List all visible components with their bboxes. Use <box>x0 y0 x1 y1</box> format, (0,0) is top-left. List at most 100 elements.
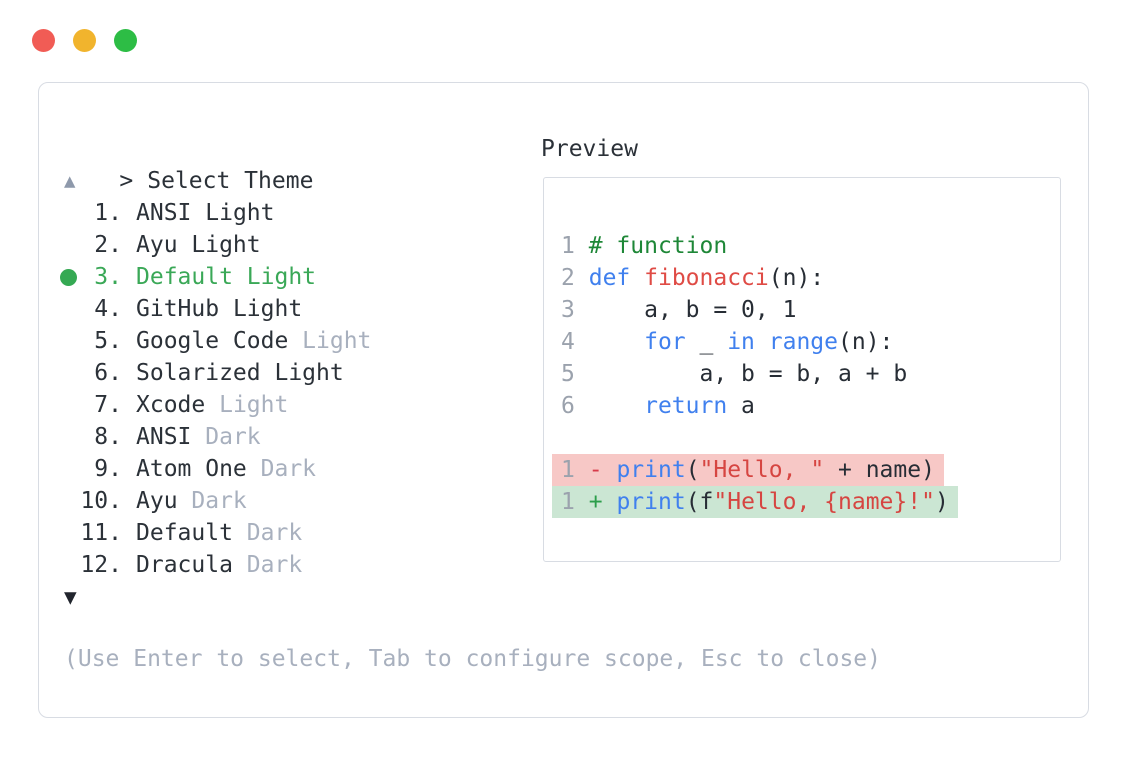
code-token: _ <box>685 329 728 355</box>
code-token <box>603 457 617 483</box>
line-number: 1 <box>561 233 575 259</box>
theme-variant: Dark <box>246 552 303 578</box>
theme-variant: Dark <box>205 424 261 450</box>
theme-name: Google Code Light <box>136 328 372 354</box>
code-token: def <box>588 265 631 291</box>
theme-number: 5. <box>94 328 122 354</box>
theme-name: GitHub Light <box>136 296 303 322</box>
theme-variant: Light <box>274 360 344 386</box>
code-line: 5 a, b = b, a + b <box>552 358 916 390</box>
theme-option-8[interactable]: 8. ANSI Dark <box>60 421 371 453</box>
theme-number: 3. <box>94 264 122 290</box>
select-theme-prompt: > Select Theme <box>64 133 313 194</box>
theme-variant: Light <box>205 200 275 226</box>
theme-number: 6. <box>94 360 122 386</box>
theme-number: 4. <box>94 296 122 322</box>
theme-name: Dracula Dark <box>136 552 303 578</box>
theme-number: 7. <box>94 392 122 418</box>
theme-name: ANSI Dark <box>136 424 261 450</box>
preview-title: Preview <box>541 136 638 162</box>
code-token <box>755 329 769 355</box>
theme-option-11[interactable]: 11.Default Dark <box>60 517 371 549</box>
theme-variant: Light <box>246 264 317 290</box>
line-number: 5 <box>561 361 575 387</box>
theme-number: 11. <box>80 520 122 546</box>
picker-title: Select Theme <box>147 168 314 194</box>
code-token <box>575 233 589 259</box>
code-line: 3 a, b = 0, 1 <box>552 294 805 326</box>
prompt-caret-icon: > <box>119 168 134 194</box>
line-number: 3 <box>561 297 575 323</box>
line-number: 4 <box>561 329 575 355</box>
code-token: print <box>616 457 686 483</box>
zoom-button[interactable] <box>114 29 137 52</box>
code-token: + <box>588 489 603 515</box>
theme-variant: Dark <box>246 520 303 546</box>
theme-name: Ayu Light <box>136 232 261 258</box>
theme-name: Solarized Light <box>136 360 344 386</box>
code-token <box>575 265 589 291</box>
theme-name: Atom One Dark <box>136 456 317 482</box>
line-number: 1 <box>561 489 575 515</box>
diff-added-line: 1 + print(f"Hello, {name}!") <box>552 486 958 518</box>
code-token: range <box>768 329 839 355</box>
line-number: 2 <box>561 265 575 291</box>
line-number: 1 <box>561 457 575 483</box>
theme-variant: Light <box>302 328 372 354</box>
theme-name: Xcode Light <box>136 392 289 418</box>
close-button[interactable] <box>32 29 55 52</box>
theme-variant: Light <box>219 392 289 418</box>
code-token <box>575 329 644 355</box>
code-line: 6 return a <box>552 390 764 422</box>
code-token <box>630 265 644 291</box>
code-token: "Hello, {name}!" <box>713 489 935 515</box>
theme-number: 8. <box>94 424 122 450</box>
code-line: 1 # function <box>552 230 736 262</box>
diff-removed-line: 1 - print("Hello, " + name) <box>552 454 944 486</box>
code-token: - <box>588 457 603 483</box>
code-token: (n): <box>838 329 894 355</box>
code-token: # function <box>588 233 728 259</box>
code-token: (n): <box>768 265 825 291</box>
code-token: fibonacci <box>644 265 769 291</box>
code-token: + name) <box>824 457 935 483</box>
selected-dot-icon <box>60 268 80 286</box>
scroll-up-indicator[interactable]: ▲ <box>64 170 76 192</box>
line-number: 6 <box>561 393 575 419</box>
theme-option-9[interactable]: 9.Atom One Dark <box>60 453 371 485</box>
theme-variant: Light <box>191 232 261 258</box>
theme-variant: Dark <box>191 488 247 514</box>
code-token: "Hello, " <box>699 457 825 483</box>
theme-option-1[interactable]: 1.ANSI Light <box>60 197 371 229</box>
window-controls <box>32 29 137 52</box>
code-token: ) <box>934 489 949 515</box>
theme-option-10[interactable]: 10.Ayu Dark <box>60 485 371 517</box>
theme-option-7[interactable]: 7. Xcode Light <box>60 389 371 421</box>
code-token <box>575 457 589 483</box>
theme-option-2[interactable]: 2.Ayu Light <box>60 229 371 261</box>
theme-option-12[interactable]: 12. Dracula Dark <box>60 549 371 581</box>
theme-number: 10. <box>80 488 122 514</box>
code-token: a, b = b, a + b <box>574 361 908 387</box>
theme-option-4[interactable]: 4. GitHub Light <box>60 293 371 325</box>
code-token <box>575 489 589 515</box>
theme-number: 12. <box>80 552 122 578</box>
code-line <box>552 422 570 454</box>
code-token: return <box>644 393 728 419</box>
code-token: print <box>616 489 686 515</box>
theme-option-5[interactable]: 5. Google Code Light <box>60 325 371 357</box>
keyboard-hint: (Use Enter to select, Tab to configure s… <box>64 646 881 672</box>
code-token: in <box>727 329 755 355</box>
theme-name: ANSI Light <box>136 200 275 226</box>
theme-option-3[interactable]: 3.Default Light <box>60 261 371 293</box>
code-token: (f <box>685 489 714 515</box>
theme-variant: Light <box>232 296 303 322</box>
code-token: a <box>727 393 755 419</box>
theme-option-6[interactable]: 6. Solarized Light <box>60 357 371 389</box>
theme-variant: Dark <box>260 456 317 482</box>
scroll-down-indicator[interactable]: ▼ <box>64 585 77 609</box>
minimize-button[interactable] <box>73 29 96 52</box>
